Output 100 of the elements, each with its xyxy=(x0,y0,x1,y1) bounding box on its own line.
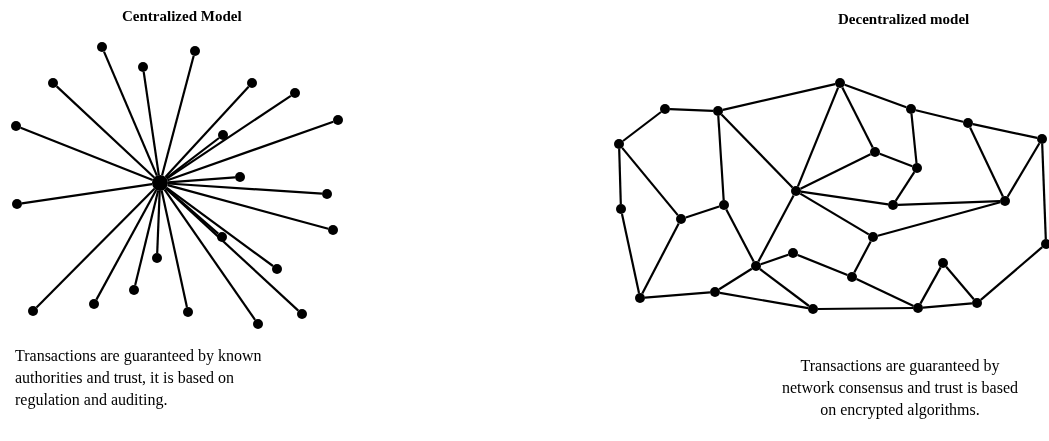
heading: Centralized Model xyxy=(122,7,242,26)
network-node xyxy=(183,307,193,317)
connection-line xyxy=(618,148,622,205)
connection-line xyxy=(800,190,889,206)
connection-line xyxy=(166,94,292,180)
network-node xyxy=(614,139,624,149)
network-node xyxy=(190,46,200,56)
network-node xyxy=(791,186,801,196)
connection-line xyxy=(972,123,1038,139)
network-node xyxy=(788,248,798,258)
network-node xyxy=(1000,196,1010,206)
network-node xyxy=(152,253,162,263)
network-node xyxy=(676,214,686,224)
network-node xyxy=(808,304,818,314)
network-node xyxy=(847,272,857,282)
connection-line xyxy=(910,113,918,164)
connection-line xyxy=(161,55,195,176)
network-node xyxy=(11,121,21,131)
network-node xyxy=(913,303,923,313)
connection-line xyxy=(897,200,1001,206)
connection-line xyxy=(156,190,161,254)
network-node xyxy=(297,309,307,319)
connection-line xyxy=(718,267,753,291)
connection-line xyxy=(877,201,1001,237)
network-node xyxy=(247,78,257,88)
network-node xyxy=(235,172,245,182)
network-node xyxy=(938,258,948,268)
connection-line xyxy=(644,291,711,299)
network-node xyxy=(333,115,343,125)
network-node xyxy=(89,299,99,309)
hub-node xyxy=(152,175,168,191)
connection-line xyxy=(641,222,680,295)
network-node xyxy=(218,130,228,140)
connection-line xyxy=(685,205,720,219)
network-node xyxy=(912,163,922,173)
connection-line xyxy=(757,194,795,263)
caption-text: Transactions are guaranteed by known authorities and trust, it is based on regulation and auditing. xyxy=(15,346,263,411)
connection-line xyxy=(165,186,274,267)
connection-line xyxy=(95,189,158,301)
network-node xyxy=(1037,134,1047,144)
connection-line xyxy=(164,85,250,178)
network-node xyxy=(1041,239,1049,249)
network-node xyxy=(635,293,645,303)
network-node xyxy=(272,264,282,274)
connection-line xyxy=(879,152,913,168)
network-node xyxy=(835,78,845,88)
network-node xyxy=(290,88,300,98)
network-node xyxy=(713,106,723,116)
connection-line xyxy=(922,302,973,309)
connection-line xyxy=(919,266,942,305)
connection-line xyxy=(103,51,158,177)
connection-line xyxy=(980,246,1043,301)
network-node xyxy=(129,285,139,295)
connection-line xyxy=(719,291,809,310)
network-node xyxy=(710,287,720,297)
caption-text: Transactions are guaranteed by network consensus and trust is based on encrypted algorithms. xyxy=(781,356,1019,421)
connection-line xyxy=(165,137,220,180)
connection-line xyxy=(620,213,641,294)
network-node xyxy=(328,225,338,235)
network-node xyxy=(906,104,916,114)
connection-line xyxy=(969,127,1004,197)
connection-line xyxy=(20,126,153,182)
connection-line xyxy=(35,187,156,309)
network-node xyxy=(322,189,332,199)
network-node xyxy=(616,204,626,214)
network-node xyxy=(888,200,898,210)
connection-line xyxy=(134,190,160,286)
connection-line xyxy=(722,83,836,111)
network-node xyxy=(28,306,38,316)
network-node xyxy=(660,104,670,114)
connection-line xyxy=(844,83,907,109)
network-node xyxy=(868,232,878,242)
connection-line xyxy=(841,87,874,148)
connection-line xyxy=(1006,142,1041,198)
connection-line xyxy=(167,182,323,195)
connection-line xyxy=(163,188,256,321)
connection-line xyxy=(717,115,725,201)
connection-line xyxy=(167,120,334,182)
connection-line xyxy=(894,171,916,202)
connection-line xyxy=(797,253,848,277)
network-node xyxy=(48,78,58,88)
connection-line xyxy=(622,111,662,142)
network-node xyxy=(751,261,761,271)
connection-line xyxy=(818,306,913,311)
connection-line xyxy=(856,278,914,307)
connection-line xyxy=(760,253,789,266)
network-node xyxy=(217,232,227,242)
connection-line xyxy=(759,268,810,307)
connection-line xyxy=(945,266,975,300)
network-node xyxy=(138,62,148,72)
connection-line xyxy=(55,85,155,179)
connection-line xyxy=(167,184,329,230)
network-node xyxy=(963,118,973,128)
network-node xyxy=(97,42,107,52)
connection-line xyxy=(853,240,872,274)
connection-line xyxy=(915,109,964,123)
connection-line xyxy=(669,108,714,112)
connection-line xyxy=(142,71,160,176)
connection-line xyxy=(621,147,679,216)
network-node xyxy=(253,319,263,329)
